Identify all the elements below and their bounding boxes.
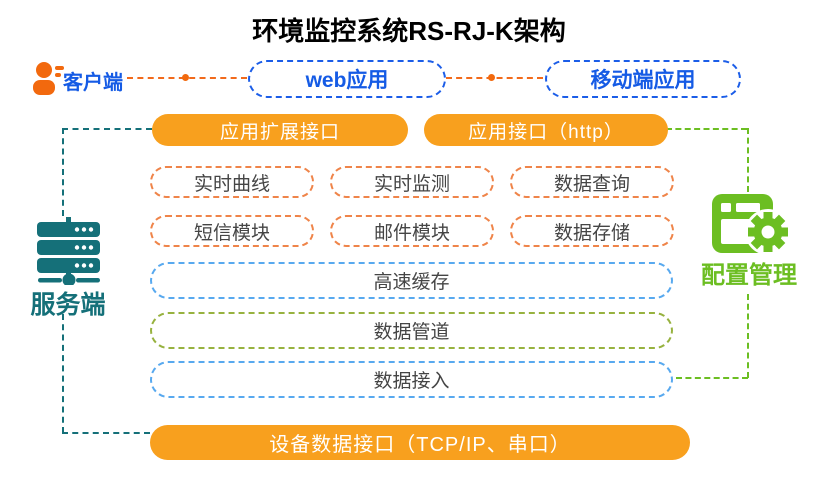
client-label: 客户端 xyxy=(63,72,123,94)
module-data-query: 数据查询 xyxy=(510,166,674,198)
connector-dot-1 xyxy=(182,74,189,81)
extension-interface-label: 应用扩展接口 xyxy=(219,121,340,143)
module-label: 数据存储 xyxy=(553,222,630,244)
module-realtime-curve: 实时曲线 xyxy=(150,166,314,198)
mobile-app-node: 移动端应用 xyxy=(545,60,741,98)
module-mail: 邮件模块 xyxy=(330,215,494,247)
cache-layer-label: 高速缓存 xyxy=(373,272,450,293)
connector-server-bottom-h xyxy=(62,432,150,434)
mobile-app-label: 移动端应用 xyxy=(590,69,696,92)
connector-dot-2 xyxy=(488,74,495,81)
module-label: 邮件模块 xyxy=(373,222,450,244)
server-label: 服务端 xyxy=(30,291,106,319)
connector-server-top-h xyxy=(62,128,152,130)
module-label: 实时监测 xyxy=(373,173,450,195)
module-label: 实时曲线 xyxy=(193,173,270,195)
server-icon xyxy=(37,217,100,285)
connector-server-top-v xyxy=(62,128,64,216)
module-label: 短信模块 xyxy=(193,222,270,244)
client-user-icon xyxy=(33,62,64,95)
connector-config-bottom-v xyxy=(747,294,749,378)
access-layer-label: 数据接入 xyxy=(373,371,450,392)
module-data-storage: 数据存储 xyxy=(510,215,674,247)
config-gear-icon xyxy=(712,194,790,255)
extension-interface-bar: 应用扩展接口 xyxy=(152,114,408,146)
http-interface-label: 应用接口（http） xyxy=(468,121,624,143)
cache-layer: 高速缓存 xyxy=(150,262,673,299)
module-realtime-monitor: 实时监测 xyxy=(330,166,494,198)
connector-server-bottom-v xyxy=(62,314,64,433)
page-title: 环境监控系统RS-RJ-K架构 xyxy=(252,16,566,46)
web-app-label: web应用 xyxy=(305,69,389,92)
device-interface-bar: 设备数据接口（TCP/IP、串口） xyxy=(150,425,690,460)
connector-config-top-v xyxy=(747,128,749,192)
module-label: 数据查询 xyxy=(553,173,630,195)
access-layer: 数据接入 xyxy=(150,361,673,398)
connector-config-bottom-h xyxy=(676,377,748,379)
device-interface-label: 设备数据接口（TCP/IP、串口） xyxy=(269,434,571,456)
module-sms: 短信模块 xyxy=(150,215,314,247)
pipeline-layer: 数据管道 xyxy=(150,312,673,349)
http-interface-bar: 应用接口（http） xyxy=(424,114,668,146)
pipeline-layer-label: 数据管道 xyxy=(373,322,450,343)
connector-config-top-h xyxy=(666,128,747,130)
config-label: 配置管理 xyxy=(701,262,797,289)
web-app-node: web应用 xyxy=(248,60,446,98)
